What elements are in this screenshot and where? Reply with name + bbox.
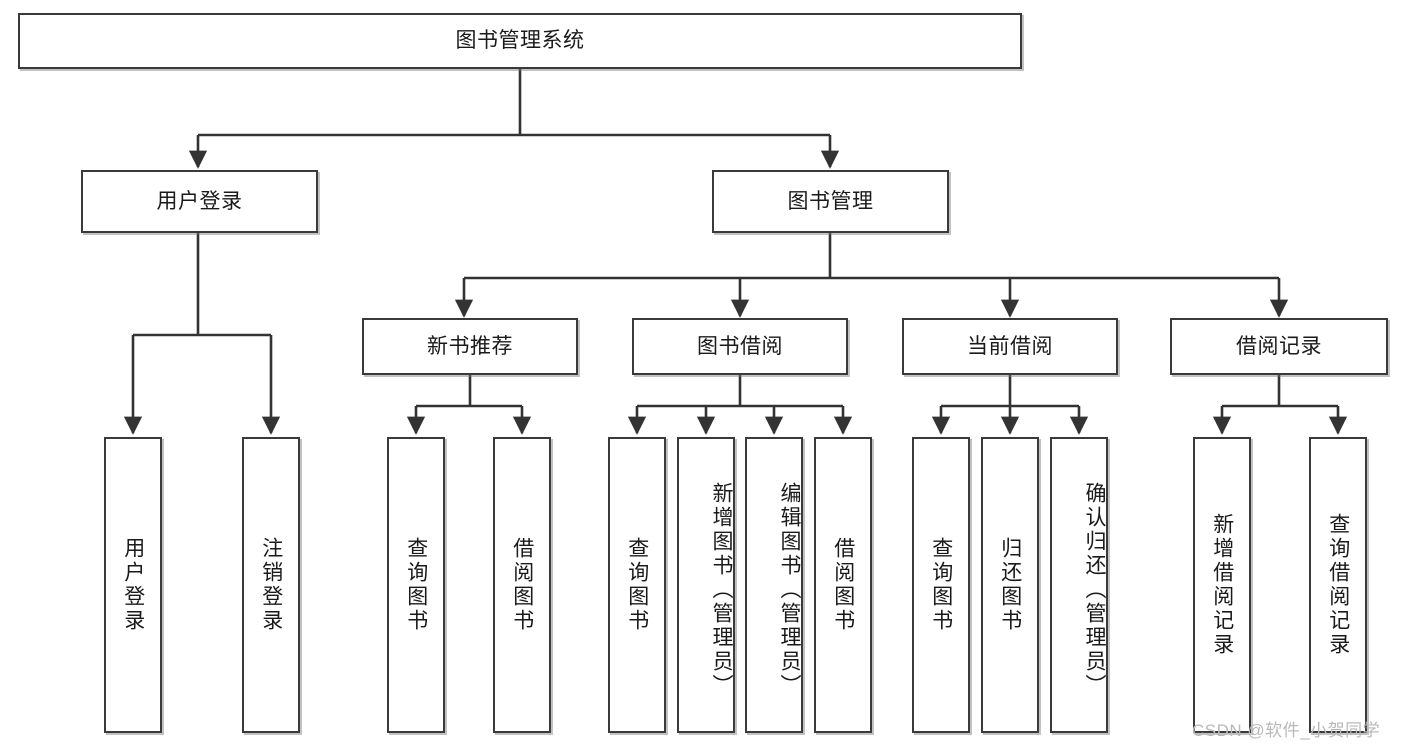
leaf-query-book-new[interactable]: 查询图书 [387,437,445,733]
watermark-csdn: CSDN @软件_小贺同学 [1192,721,1381,740]
leaf-user-login[interactable]: 用户登录 [104,437,162,733]
node-book-management-system[interactable]: 图书管理系统 [18,13,1022,69]
leaf-query-book-borrow[interactable]: 查询图书 [608,437,666,733]
node-book-borrow[interactable]: 图书借阅 [632,318,848,375]
leaf-edit-book-admin[interactable]: 编辑图书（管理员） [745,437,803,733]
leaf-logout[interactable]: 注销登录 [242,437,300,733]
leaf-confirm-return-admin[interactable]: 确认归还（管理员） [1050,437,1108,733]
node-user-login[interactable]: 用户登录 [81,170,318,233]
leaf-borrow-book-new[interactable]: 借阅图书 [493,437,551,733]
leaf-query-book-current[interactable]: 查询图书 [912,437,970,733]
leaf-borrow-book[interactable]: 借阅图书 [814,437,872,733]
node-book-management[interactable]: 图书管理 [712,170,949,233]
node-borrow-record[interactable]: 借阅记录 [1170,318,1388,375]
leaf-return-book[interactable]: 归还图书 [981,437,1039,733]
node-current-borrow[interactable]: 当前借阅 [902,318,1118,375]
node-new-book-recommend[interactable]: 新书推荐 [362,318,578,375]
leaf-query-borrow-record[interactable]: 查询借阅记录 [1309,437,1367,733]
leaf-add-book-admin[interactable]: 新增图书（管理员） [677,437,735,733]
leaf-add-borrow-record[interactable]: 新增借阅记录 [1193,437,1251,733]
